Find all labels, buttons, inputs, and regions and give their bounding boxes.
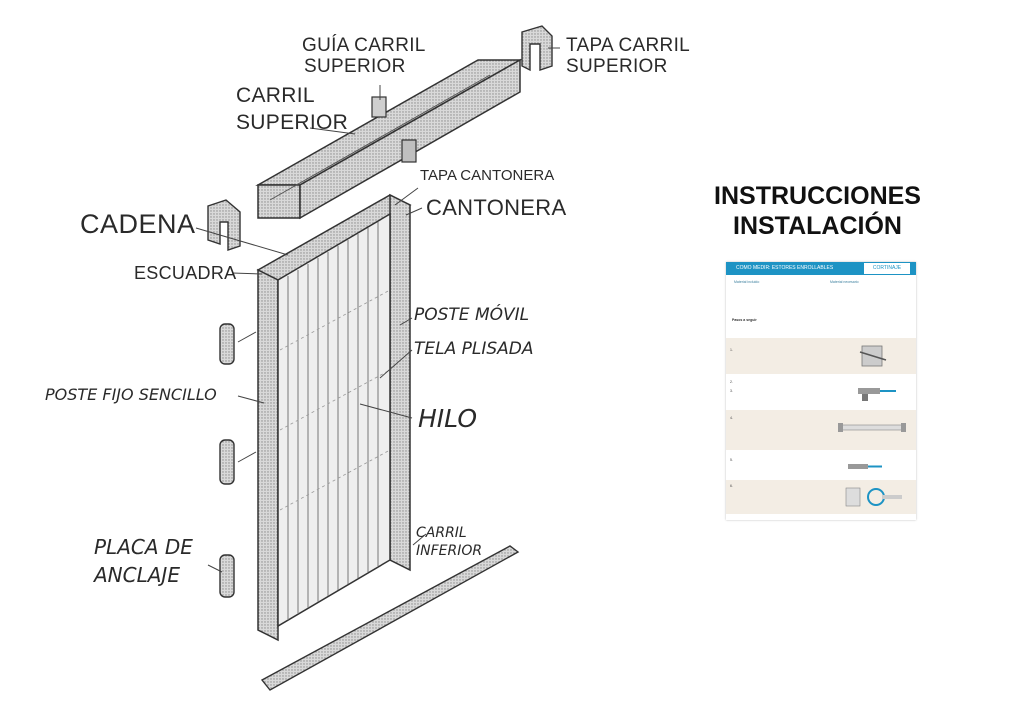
leader-lines bbox=[195, 47, 560, 573]
doc-step-band-4: 5. bbox=[726, 454, 916, 478]
doc-step-band-3: 4. bbox=[726, 410, 916, 450]
label-escuadra: ESCUADRA bbox=[134, 263, 237, 283]
doc-header: COMO MEDIR: ESTORES ENROLLABLES CORTINAJ… bbox=[726, 262, 916, 275]
doc-step-band-5: 6. bbox=[726, 480, 916, 514]
doc-step-number: 5. bbox=[730, 458, 733, 462]
doc-col2-heading: Material necesario bbox=[830, 280, 859, 284]
doc-steps-heading: Pasos a seguir bbox=[732, 318, 757, 322]
label-tapa-carril-superior: TAPA CARRIL SUPERIOR bbox=[566, 35, 691, 77]
bracket-illustration-icon bbox=[859, 345, 887, 367]
label-poste-movil: POSTE MÓVIL bbox=[414, 305, 530, 325]
threads bbox=[279, 289, 391, 511]
instructions-document-thumbnail[interactable]: COMO MEDIR: ESTORES ENROLLABLES CORTINAJ… bbox=[726, 262, 916, 520]
hook-illustration-icon bbox=[845, 487, 902, 507]
doc-step-band-2: 2. 3. bbox=[726, 378, 916, 406]
doc-step-band-1: 1. bbox=[726, 338, 916, 374]
instructions-title-line2: INSTALACIÓN bbox=[733, 212, 902, 240]
doc-step-number: 2. bbox=[730, 380, 733, 384]
label-tapa-cantonera: TAPA CANTONERA bbox=[420, 167, 555, 184]
label-cantonera: CANTONERA bbox=[426, 195, 567, 220]
screwdriver-icon bbox=[848, 464, 882, 469]
label-guia-carril-superior: GUÍA CARRIL SUPERIOR bbox=[302, 35, 426, 77]
top-rail bbox=[255, 58, 523, 220]
doc-step-number: 4. bbox=[730, 416, 733, 420]
chain-bracket bbox=[207, 199, 241, 251]
label-carril-superior: CARRIL SUPERIOR bbox=[236, 84, 349, 135]
rail-guide-lower bbox=[401, 139, 417, 163]
instructions-title-line1: INSTRUCCIONES bbox=[714, 182, 921, 210]
label-tela-plisada: TELA PLISADA bbox=[414, 339, 534, 359]
rail-guide bbox=[371, 96, 387, 118]
pleats bbox=[287, 222, 379, 620]
bottom-rail bbox=[260, 545, 520, 691]
doc-brand-logo: CORTINAJE bbox=[864, 263, 910, 274]
screen-frame bbox=[256, 193, 412, 642]
doc-col1-heading: Material incluido bbox=[734, 280, 760, 284]
label-placa-de-anclaje: PLACA DE ANCLAJE bbox=[94, 535, 193, 587]
label-poste-fijo-sencillo: POSTE FIJO SENCILLO bbox=[45, 385, 217, 404]
rail-fitting-icon bbox=[838, 423, 906, 432]
label-carril-inferior: CARRIL INFERIOR bbox=[416, 525, 483, 560]
doc-step-number: 1. bbox=[730, 348, 733, 352]
label-cadena: CADENA bbox=[80, 209, 196, 239]
top-rail-cap bbox=[521, 25, 553, 72]
doc-step-number: 3. bbox=[730, 389, 733, 393]
doc-step-number: 6. bbox=[730, 484, 733, 488]
label-hilo: HILO bbox=[418, 404, 478, 433]
anchor-plates bbox=[219, 323, 235, 598]
drill-icon bbox=[858, 388, 896, 401]
